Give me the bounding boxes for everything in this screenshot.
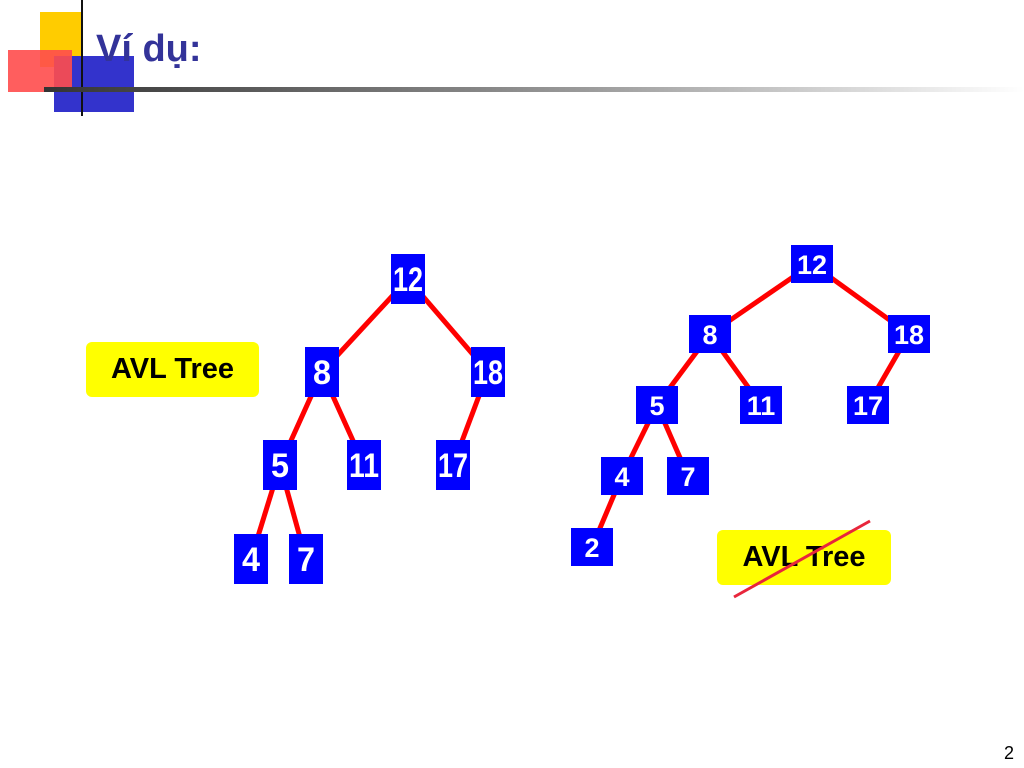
- tree-node-box: [305, 347, 339, 397]
- slide-title: Ví dụ:: [96, 28, 202, 70]
- tree-node-value: 18: [894, 320, 924, 350]
- tree-node-value: 4: [242, 541, 260, 579]
- tree-node-box: [636, 386, 678, 424]
- tree-node-value: 5: [649, 391, 664, 421]
- tree-node-value: 4: [614, 462, 629, 492]
- tree-node: 11: [740, 386, 782, 424]
- tree-node-box: [601, 457, 643, 495]
- tree-node-value: 11: [349, 447, 379, 485]
- tree-node-box: [888, 315, 930, 353]
- tree-node-value: 7: [680, 462, 695, 492]
- tree-node-box: [571, 528, 613, 566]
- tree-node: 5: [636, 386, 678, 424]
- tree-node: 17: [847, 386, 889, 424]
- tree-node: 4: [234, 534, 268, 584]
- tree-node-box: [347, 440, 381, 490]
- tree-node-value: 12: [797, 250, 827, 280]
- tree-node: 18: [471, 347, 505, 397]
- tree-node-value: 8: [702, 320, 717, 350]
- tree-node-value: 18: [473, 354, 503, 392]
- tree-node-box: [667, 457, 709, 495]
- tree-node-value: 12: [393, 261, 423, 299]
- tree-node-box: [689, 315, 731, 353]
- tree-node: 8: [689, 315, 731, 353]
- ornament-red-square: [8, 50, 72, 92]
- tree-node-box: [847, 386, 889, 424]
- tree-node: 12: [391, 254, 425, 304]
- tree-node: 2: [571, 528, 613, 566]
- tree-node-box: [791, 245, 833, 283]
- tree-node: 18: [888, 315, 930, 353]
- tree-node-value: 17: [438, 447, 468, 485]
- page-number: 2: [1003, 743, 1014, 763]
- tree-node-box: [471, 347, 505, 397]
- title-ornament: [8, 0, 1024, 116]
- tree-node-box: [234, 534, 268, 584]
- tree-node-value: 7: [297, 541, 315, 579]
- tree-node: 5: [263, 440, 297, 490]
- tree-node: 11: [347, 440, 381, 490]
- tree-node: 4: [601, 457, 643, 495]
- tree-node: 8: [305, 347, 339, 397]
- tree-node-box: [263, 440, 297, 490]
- tree-node-value: 5: [271, 447, 289, 485]
- tree-node: 17: [436, 440, 470, 490]
- avl-tree-label: AVL Tree: [86, 342, 259, 397]
- tree-node-value: 17: [853, 391, 883, 421]
- tree-node-box: [391, 254, 425, 304]
- tree-node-box: [740, 386, 782, 424]
- tree-node-box: [289, 534, 323, 584]
- tree-node-value: 2: [584, 533, 599, 563]
- not-avl-tree-label: AVL Tree: [717, 530, 891, 585]
- edges-layer: [248, 261, 912, 560]
- tree-node-box: [436, 440, 470, 490]
- tree-node-value: 11: [747, 391, 776, 421]
- tree-node-value: 8: [313, 354, 331, 392]
- tree-node: 12: [791, 245, 833, 283]
- tree-node: 7: [667, 457, 709, 495]
- tree-node: 7: [289, 534, 323, 584]
- title-rule: [44, 87, 1024, 92]
